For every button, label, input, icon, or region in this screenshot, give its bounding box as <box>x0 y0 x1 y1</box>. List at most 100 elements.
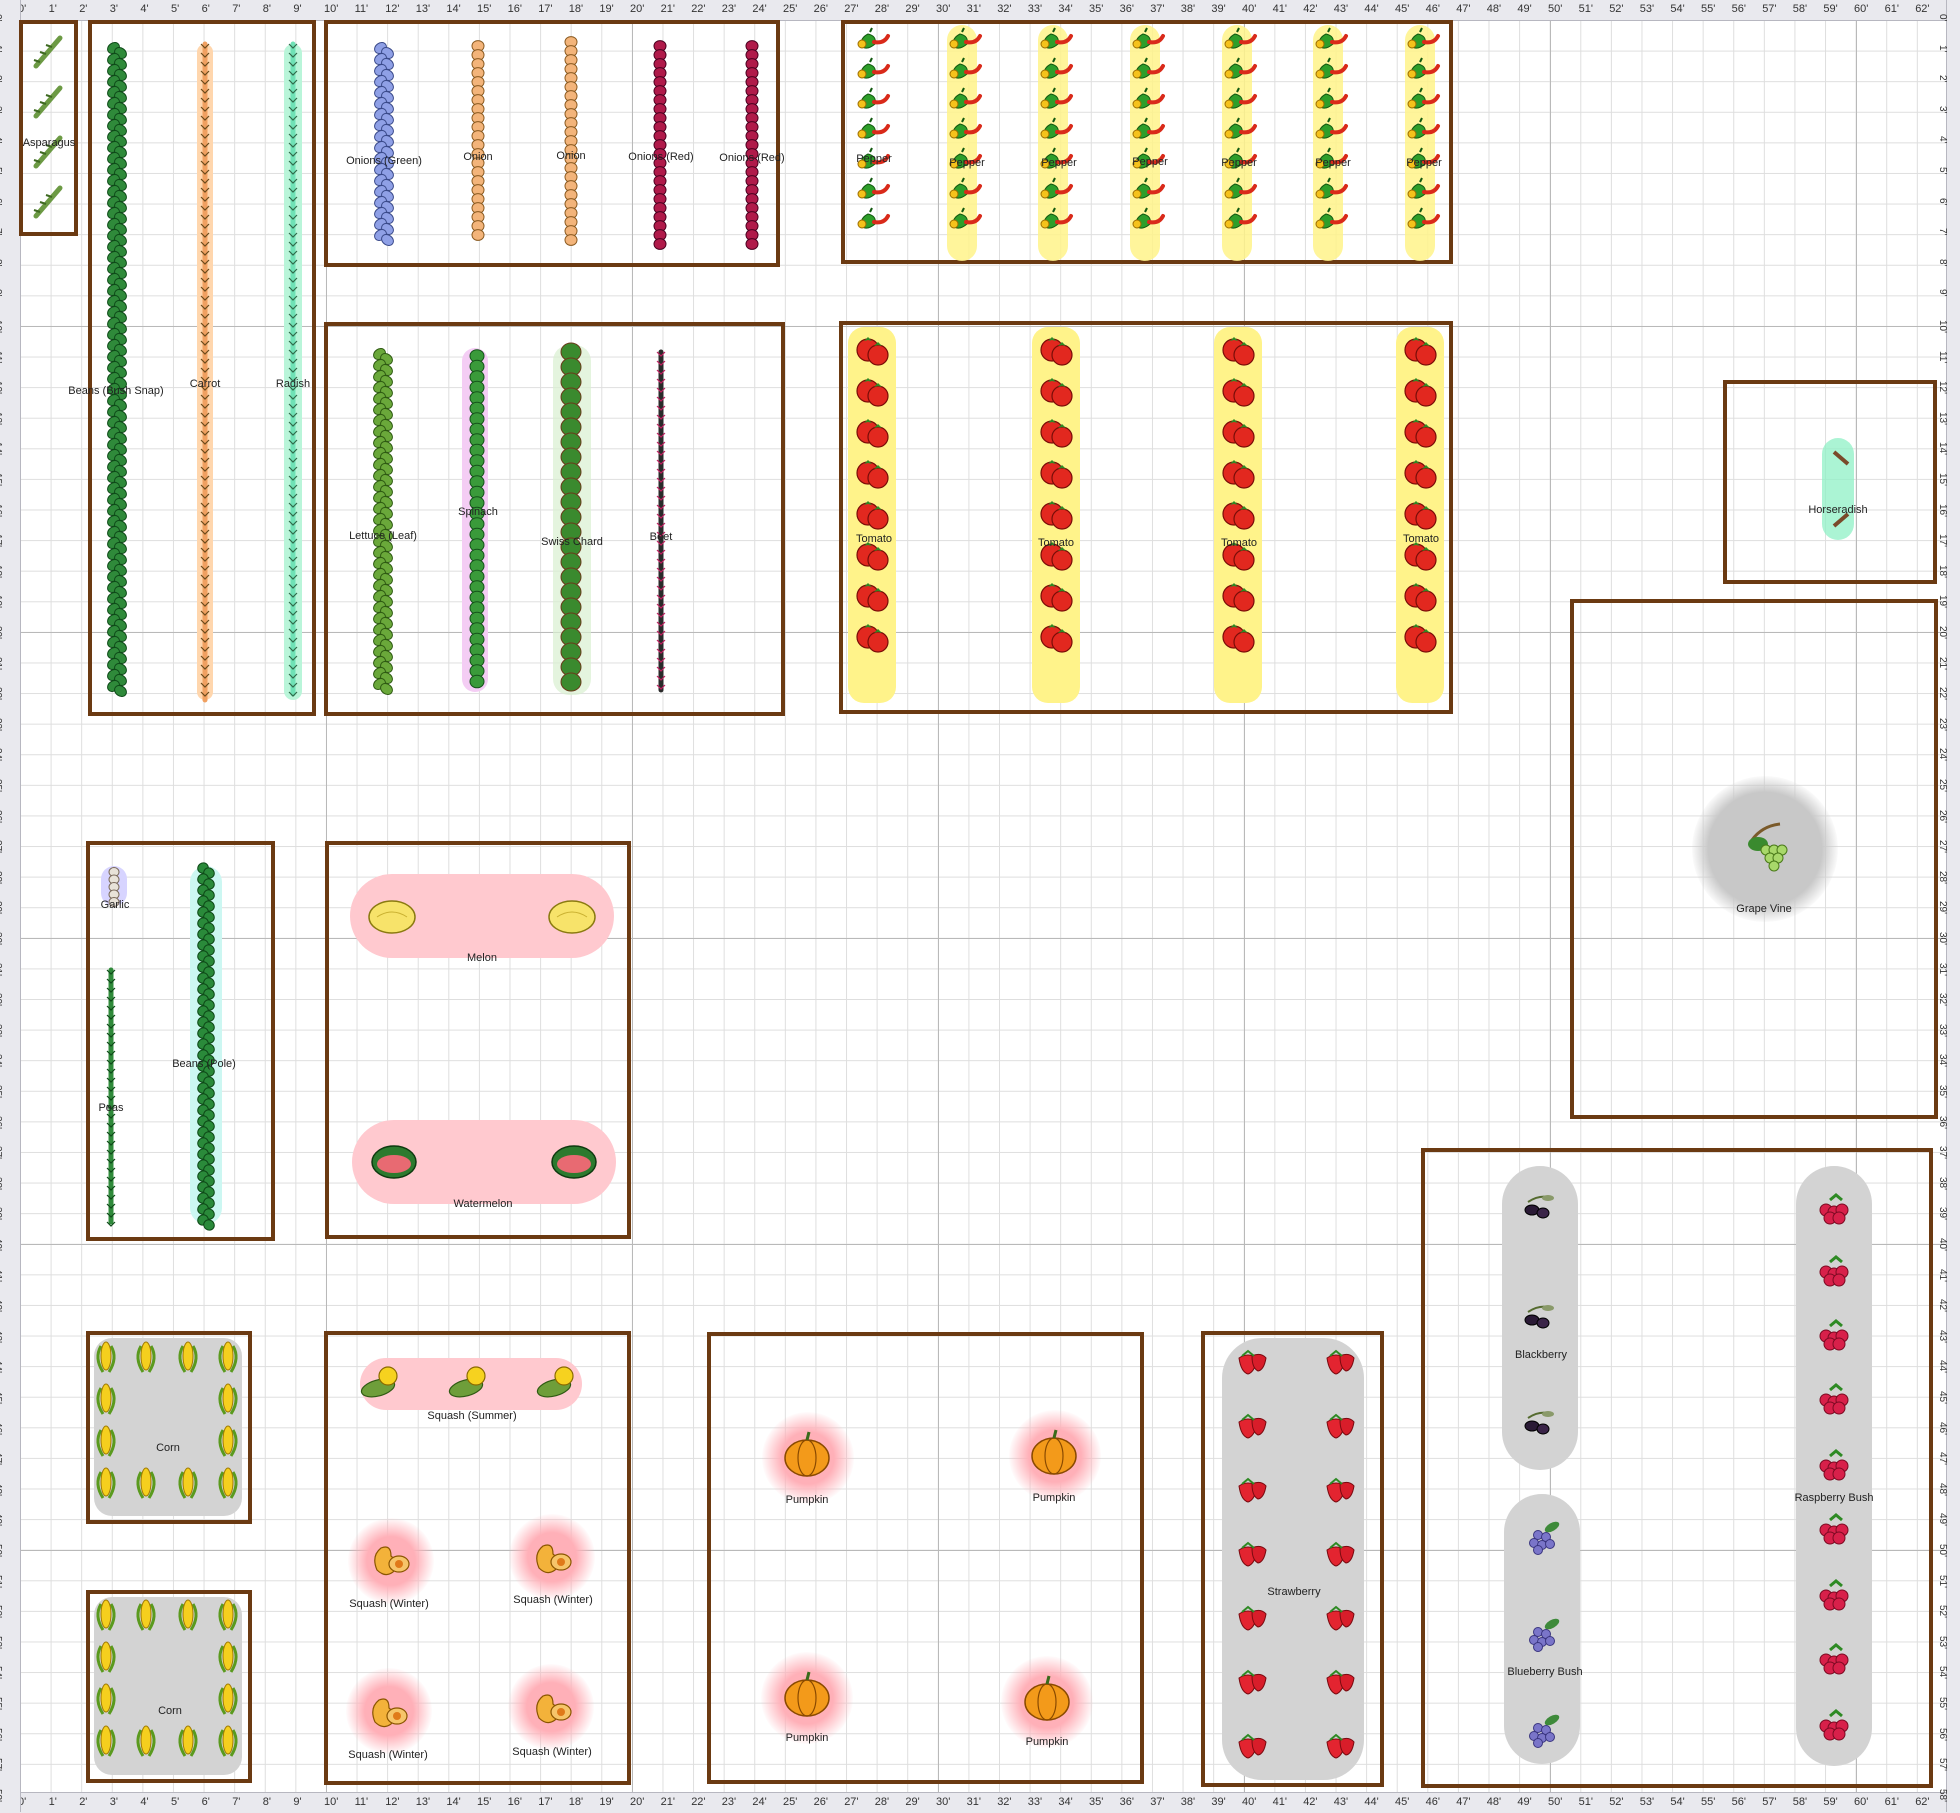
plant-label-horseradish[interactable]: Horseradish <box>1808 504 1868 516</box>
ruler-bottom-tick: 0' <box>18 1796 27 1808</box>
bed-horseradish[interactable] <box>1723 380 1937 584</box>
plant-label-tomato[interactable]: Tomato <box>1402 533 1440 545</box>
bed-melons[interactable] <box>325 841 631 1239</box>
plant-label-watermelon[interactable]: Watermelon <box>453 1198 513 1210</box>
pepper-icon <box>1224 147 1257 169</box>
bed-tomatoes[interactable] <box>839 321 1453 714</box>
ruler-top-tick: 12' <box>385 3 400 15</box>
bed-beans-carrot-radish[interactable] <box>88 20 316 716</box>
bed-berries[interactable] <box>1421 1148 1933 1788</box>
plant-label-grape-vine[interactable]: Grape Vine <box>1736 903 1792 915</box>
bed-leafy-greens[interactable] <box>324 322 785 716</box>
plant-label-beans-pole[interactable]: Beans (Pole) <box>172 1058 236 1070</box>
plant-label-pepper[interactable]: Pepper <box>1041 157 1077 169</box>
plant-label-squash-winter[interactable]: Squash (Winter) <box>348 1749 428 1761</box>
bed-corn-1[interactable] <box>86 1331 252 1524</box>
pepper-icon <box>1132 147 1165 169</box>
plant-label-pepper[interactable]: Pepper <box>1221 157 1257 169</box>
tomato-icon <box>1404 460 1437 489</box>
ruler-top-tick: 50' <box>1548 3 1563 15</box>
ruler-bottom-tick: 31' <box>966 1796 981 1808</box>
ruler-top-tick: 42' <box>1303 3 1318 15</box>
plant-label-melon[interactable]: Melon <box>467 952 497 964</box>
plant-label-pepper[interactable]: Pepper <box>1315 157 1351 169</box>
plant-label-pumpkin[interactable]: Pumpkin <box>785 1732 829 1744</box>
pepper-icon <box>1315 57 1348 79</box>
bed-squash[interactable] <box>324 1331 631 1785</box>
plant-label-onion-2[interactable]: Onion <box>556 150 586 162</box>
plant-label-corn[interactable]: Corn <box>158 1705 182 1717</box>
ruler-top-tick: 35' <box>1089 3 1104 15</box>
plant-label-squash-winter[interactable]: Squash (Winter) <box>512 1746 592 1758</box>
ruler-bottom-tick: 42' <box>1303 1796 1318 1808</box>
ruler-bottom-tick: 3' <box>109 1796 119 1808</box>
plant-label-tomato[interactable]: Tomato <box>1220 537 1258 549</box>
bed-asparagus[interactable] <box>19 20 78 236</box>
plant-label-squash-winter[interactable]: Squash (Winter) <box>513 1594 593 1606</box>
tomato-icon <box>1040 542 1073 571</box>
plant-label-onions-green[interactable]: Onions (Green) <box>346 155 422 167</box>
plant-label-onions-red-2[interactable]: Onions (Red) <box>719 152 785 164</box>
pepper-icon <box>1315 87 1348 109</box>
bed-peas-beans[interactable] <box>86 841 275 1241</box>
plant-label-beet[interactable]: Beet <box>649 531 673 543</box>
raspberry-icon <box>1819 1319 1849 1351</box>
ruler-bottom-tick: 56' <box>1731 1796 1746 1808</box>
pepper-icon <box>857 207 890 229</box>
plant-label-blackberry[interactable]: Blackberry <box>1515 1349 1567 1361</box>
bed-grape-vine[interactable] <box>1570 599 1938 1119</box>
bed-corn-2[interactable] <box>86 1590 252 1783</box>
plant-label-pepper[interactable]: Pepper <box>856 153 892 165</box>
corn-icon <box>218 1425 238 1457</box>
corn-icon <box>218 1641 238 1673</box>
ruler-bottom-tick: 35' <box>1089 1796 1104 1808</box>
ruler-bottom-tick: 45' <box>1395 1796 1410 1808</box>
plant-label-raspberry[interactable]: Raspberry Bush <box>1794 1492 1874 1504</box>
plant-label-blueberry[interactable]: Blueberry Bush <box>1507 1666 1583 1678</box>
pepper-icon <box>1132 87 1165 109</box>
ruler-top-tick: 27' <box>844 3 859 15</box>
ruler-top-tick: 10' <box>324 3 339 15</box>
ruler-bottom-tick: 5' <box>171 1796 180 1808</box>
bed-strawberries[interactable] <box>1201 1331 1384 1787</box>
plant-label-corn[interactable]: Corn <box>156 1442 180 1454</box>
plant-label-pepper[interactable]: Pepper <box>1406 157 1442 169</box>
plant-label-strawberry[interactable]: Strawberry <box>1267 1586 1321 1598</box>
corn-icon <box>218 1341 238 1373</box>
plant-label-tomato[interactable]: Tomato <box>855 533 893 545</box>
plant-label-squash-summer[interactable]: Squash (Summer) <box>427 1410 517 1422</box>
tomato-icon <box>1404 542 1437 571</box>
plant-label-onion-1[interactable]: Onion <box>463 151 493 163</box>
plant-label-peas[interactable]: Peas <box>98 1102 124 1114</box>
bed-peppers[interactable] <box>841 20 1453 264</box>
bed-pumpkins[interactable] <box>707 1332 1144 1784</box>
plant-label-pumpkin[interactable]: Pumpkin <box>1025 1736 1069 1748</box>
pepper-icon <box>857 27 890 49</box>
ruler-bottom-tick: 11' <box>354 1796 369 1808</box>
plant-label-pumpkin[interactable]: Pumpkin <box>785 1494 829 1506</box>
plant-label-pepper[interactable]: Pepper <box>949 157 985 169</box>
plant-label-pumpkin[interactable]: Pumpkin <box>1032 1492 1076 1504</box>
plant-label-beans-bush[interactable]: Beans (Bush Snap) <box>68 385 164 397</box>
plant-label-lettuce[interactable]: Lettuce (Leaf) <box>349 530 417 542</box>
garden-grid[interactable] <box>20 20 1946 1792</box>
ruler-bottom-tick: 6' <box>201 1796 210 1808</box>
plant-label-swiss-chard[interactable]: Swiss Chard <box>541 536 603 548</box>
plant-label-radish[interactable]: Radish <box>275 378 311 390</box>
plant-label-spinach[interactable]: Spinach <box>458 506 498 518</box>
ruler-top-tick: 43' <box>1333 3 1349 15</box>
plant-label-squash-winter[interactable]: Squash (Winter) <box>349 1598 429 1610</box>
raspberry-icon <box>1819 1643 1849 1675</box>
corn-icon <box>218 1383 238 1415</box>
ruler-bottom-tick: 50' <box>1548 1796 1563 1808</box>
plant-label-onions-red-1[interactable]: Onions (Red) <box>628 151 694 163</box>
plant-label-carrot[interactable]: Carrot <box>189 378 221 390</box>
bed-onions[interactable] <box>324 20 780 267</box>
plant-label-pepper[interactable]: Pepper <box>1132 156 1168 168</box>
plant-label-garlic[interactable]: Garlic <box>100 899 130 911</box>
ruler-bottom-tick: 16' <box>507 1796 522 1808</box>
plant-label-asparagus[interactable]: Asparagus <box>22 137 76 149</box>
plant-label-tomato[interactable]: Tomato <box>1037 537 1075 549</box>
beans-pole-row <box>197 862 215 1231</box>
